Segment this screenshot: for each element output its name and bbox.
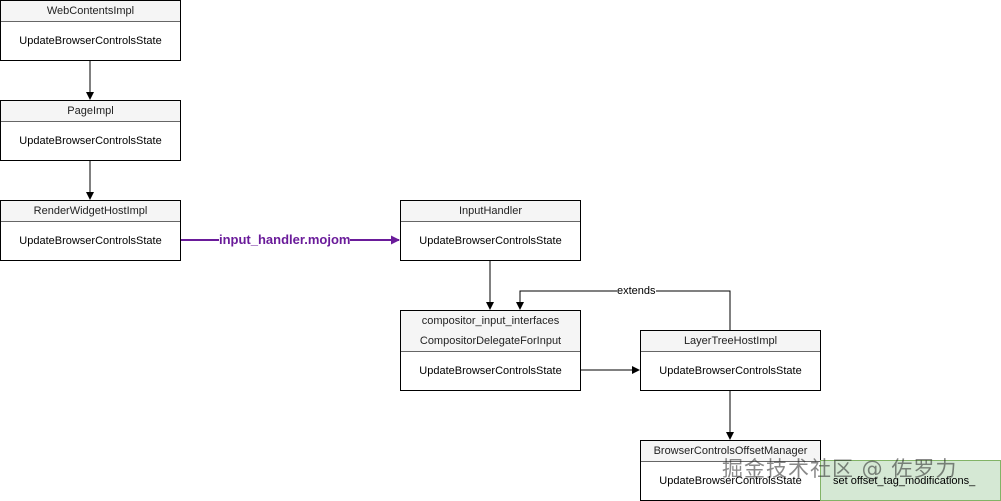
offset-tag-note[interactable]: set offset_tag_modifications_ bbox=[820, 460, 1001, 501]
node-header: InputHandler bbox=[401, 201, 580, 222]
node-method: UpdateBrowserControlsState bbox=[659, 474, 802, 487]
node-header: WebContentsImpl bbox=[1, 1, 180, 22]
node-method: UpdateBrowserControlsState bbox=[19, 34, 162, 47]
node-method: UpdateBrowserControlsState bbox=[19, 134, 162, 147]
node-header: BrowserControlsOffsetManager bbox=[641, 441, 820, 462]
node-header: CompositorDelegateForInput bbox=[401, 331, 580, 352]
node-browser-controls-offset-manager[interactable]: BrowserControlsOffsetManager UpdateBrows… bbox=[640, 440, 821, 501]
node-method: UpdateBrowserControlsState bbox=[419, 364, 562, 377]
node-header: RenderWidgetHostImpl bbox=[1, 201, 180, 222]
note-text: set offset_tag_modifications_ bbox=[833, 474, 976, 487]
extends-edge-label: extends bbox=[617, 285, 656, 297]
node-render-widget-host-impl[interactable]: RenderWidgetHostImpl UpdateBrowserContro… bbox=[0, 200, 181, 261]
node-layer-tree-host-impl[interactable]: LayerTreeHostImpl UpdateBrowserControlsS… bbox=[640, 330, 821, 391]
node-header: PageImpl bbox=[1, 101, 180, 122]
node-method: UpdateBrowserControlsState bbox=[419, 234, 562, 247]
node-compositor-delegate-for-input[interactable]: compositor_input_interfaces CompositorDe… bbox=[400, 310, 581, 391]
node-web-contents-impl[interactable]: WebContentsImpl UpdateBrowserControlsSta… bbox=[0, 0, 181, 61]
node-method: UpdateBrowserControlsState bbox=[19, 234, 162, 247]
watermark: 掘金技术社区 @ 佐罗力 bbox=[722, 457, 958, 481]
node-input-handler[interactable]: InputHandler UpdateBrowserControlsState bbox=[400, 200, 581, 261]
mojom-edge-label: input_handler.mojom bbox=[219, 232, 351, 248]
node-page-impl[interactable]: PageImpl UpdateBrowserControlsState bbox=[0, 100, 181, 161]
node-header: LayerTreeHostImpl bbox=[641, 331, 820, 352]
node-namespace-header: compositor_input_interfaces bbox=[401, 311, 580, 332]
node-method: UpdateBrowserControlsState bbox=[659, 364, 802, 377]
